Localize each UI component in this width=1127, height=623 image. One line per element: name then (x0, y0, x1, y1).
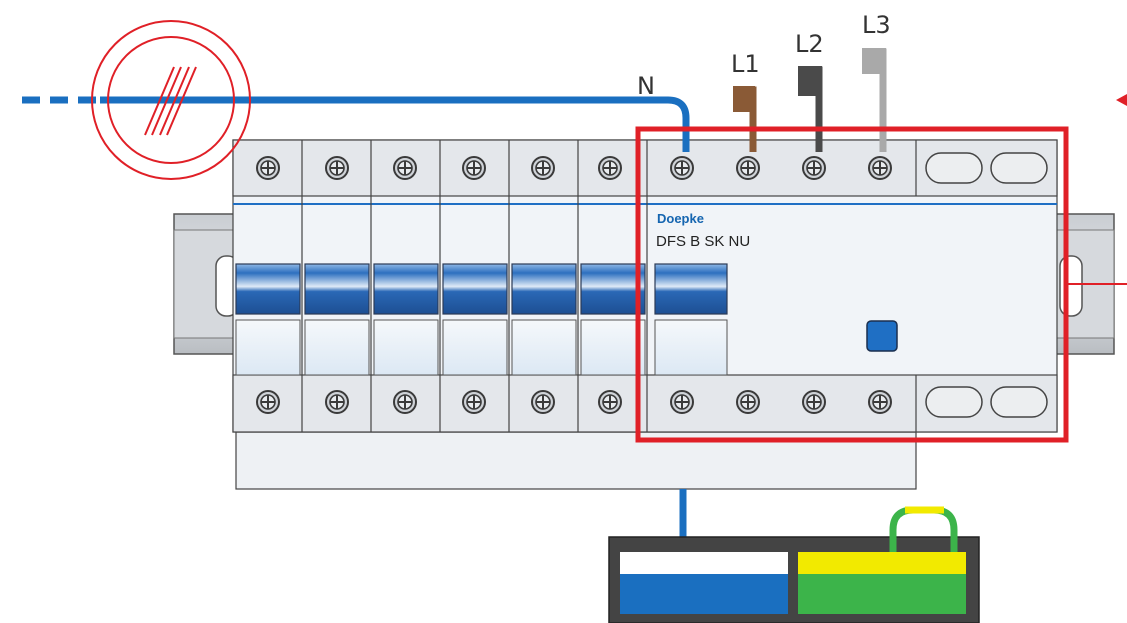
screw-terminal-icon (531, 390, 555, 414)
device-brand: Doepke (657, 211, 704, 226)
arrow-icon (1116, 94, 1127, 106)
interrupt-symbol-icon (91, 20, 251, 180)
neutral-wire (100, 96, 690, 152)
top-terminals (256, 152, 1048, 184)
screw-terminal-icon (868, 390, 892, 414)
earth-bar (798, 574, 966, 614)
breaker-modules (232, 139, 1058, 433)
screw-terminal-icon (598, 156, 622, 180)
breaker-toggles (235, 263, 728, 315)
screw-terminal-icon (598, 390, 622, 414)
screw-terminal-icon (802, 156, 826, 180)
screw-terminal-icon (393, 390, 417, 414)
screw-terminal-icon (462, 156, 486, 180)
screw-terminal-icon (325, 390, 349, 414)
screw-terminal-icon (670, 156, 694, 180)
screw-terminal-icon (531, 156, 555, 180)
terminal-bar (608, 506, 980, 623)
phase3-insulation (862, 48, 886, 74)
phase1-insulation (733, 86, 755, 112)
label-neutral: N (637, 72, 655, 100)
screw-terminal-icon (393, 156, 417, 180)
screw-terminal-icon (802, 390, 826, 414)
phase2-insulation (798, 66, 822, 96)
screw-terminal-icon (256, 156, 280, 180)
device-model: DFS B SK NU (656, 233, 750, 250)
label-l1: L1 (731, 50, 760, 78)
screw-terminal-icon (256, 390, 280, 414)
test-button-icon (866, 320, 898, 352)
neutral-bar (620, 574, 788, 614)
screw-terminal-icon (736, 390, 760, 414)
screw-terminal-icon (462, 390, 486, 414)
label-l2: L2 (795, 30, 824, 58)
screw-terminal-icon (325, 156, 349, 180)
bottom-terminals (256, 386, 1048, 418)
screw-terminal-icon (736, 156, 760, 180)
screw-terminal-icon (868, 156, 892, 180)
label-l3: L3 (862, 11, 891, 39)
screw-terminal-icon (670, 390, 694, 414)
